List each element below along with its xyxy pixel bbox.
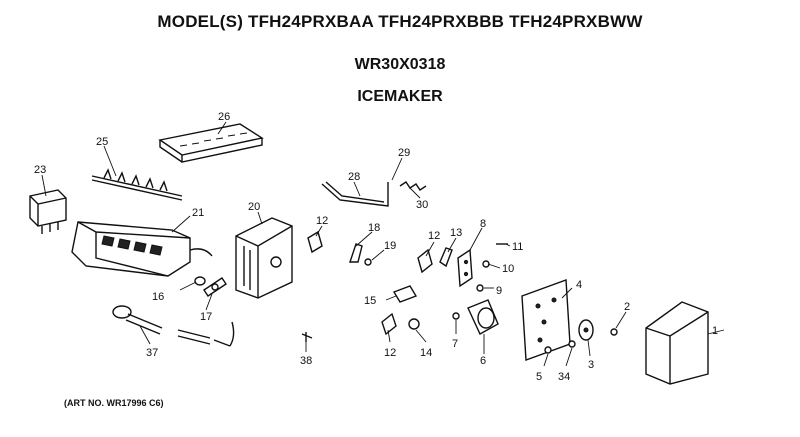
part-3-gear — [578, 319, 594, 341]
part-19-screw — [364, 258, 372, 266]
callout-28: 28 — [348, 171, 360, 183]
callout-3: 3 — [588, 359, 594, 371]
assembly-title: ICEMAKER — [357, 88, 443, 105]
callout-18: 18 — [368, 222, 380, 234]
callout-12-lower: 12 — [384, 347, 396, 359]
part-23-module — [29, 189, 67, 234]
callout-30: 30 — [416, 199, 428, 211]
callout-6: 6 — [480, 355, 486, 367]
callout-1: 1 — [712, 325, 718, 337]
callout-17: 17 — [200, 311, 212, 323]
part-number-title: WR30X0318 — [354, 56, 446, 73]
part-13-bracket — [439, 247, 453, 268]
callout-9: 9 — [496, 285, 502, 297]
callout-14: 14 — [420, 347, 432, 359]
callout-19: 19 — [384, 240, 396, 252]
callout-12-upper: 12 — [316, 215, 328, 227]
callout-13: 13 — [450, 227, 462, 239]
callout-16: 16 — [152, 291, 164, 303]
part-26-stripper — [158, 123, 264, 163]
part-9-screw — [476, 284, 484, 292]
part-34-fill-tube — [112, 305, 163, 335]
part-16-fastener — [194, 276, 206, 286]
part-17-clip — [203, 277, 227, 297]
part-12-clip-middle — [417, 248, 433, 274]
part-6-motor — [467, 299, 499, 335]
callout-5: 5 — [536, 371, 542, 383]
part-12-clip-upper — [307, 230, 323, 254]
callout-21: 21 — [192, 207, 204, 219]
leader-lines — [41, 121, 725, 367]
part-8-plate — [457, 248, 473, 288]
part-1-cover — [645, 301, 709, 385]
part-25-ejector — [91, 168, 183, 201]
part-7-screw — [452, 312, 460, 320]
callout-29: 29 — [398, 147, 410, 159]
callout-2: 2 — [624, 301, 630, 313]
part-20-housing — [235, 217, 293, 299]
part-38-clip — [301, 332, 313, 342]
model-list-title: MODEL(S) TFH24PRXBAA TFH24PRXBBB TFH24PR… — [157, 12, 643, 31]
part-37-screw — [568, 340, 576, 348]
part-21-ice-mold — [71, 221, 213, 277]
callout-12-middle: 12 — [428, 230, 440, 242]
part-4-mounting-plate — [521, 279, 571, 361]
callout-8: 8 — [480, 218, 486, 230]
part-wire-harness — [177, 321, 235, 347]
art-number: (ART NO. WR17996 C6) — [64, 398, 164, 408]
callout-10: 10 — [502, 263, 514, 275]
part-12-clip-lower — [381, 312, 397, 336]
callout-23: 23 — [34, 164, 46, 176]
part-5-screw — [544, 346, 552, 354]
part-18-lever — [349, 243, 363, 263]
callout-7: 7 — [452, 338, 458, 350]
callout-38: 38 — [300, 355, 312, 367]
callout-34: 37 — [146, 347, 158, 359]
callout-4: 4 — [576, 279, 582, 291]
callout-20: 20 — [248, 201, 260, 213]
part-2-screw — [610, 328, 618, 336]
part-28-shutoff-arm — [321, 181, 389, 207]
callout-11: 11 — [512, 241, 523, 253]
callout-26: 26 — [218, 111, 230, 123]
callout-25: 25 — [96, 136, 108, 148]
part-14-cap — [408, 318, 420, 330]
callout-15: 15 — [364, 295, 376, 307]
callout-37: 34 — [558, 371, 570, 383]
part-30-spring — [399, 181, 427, 191]
part-15-fill-cup — [392, 285, 418, 303]
